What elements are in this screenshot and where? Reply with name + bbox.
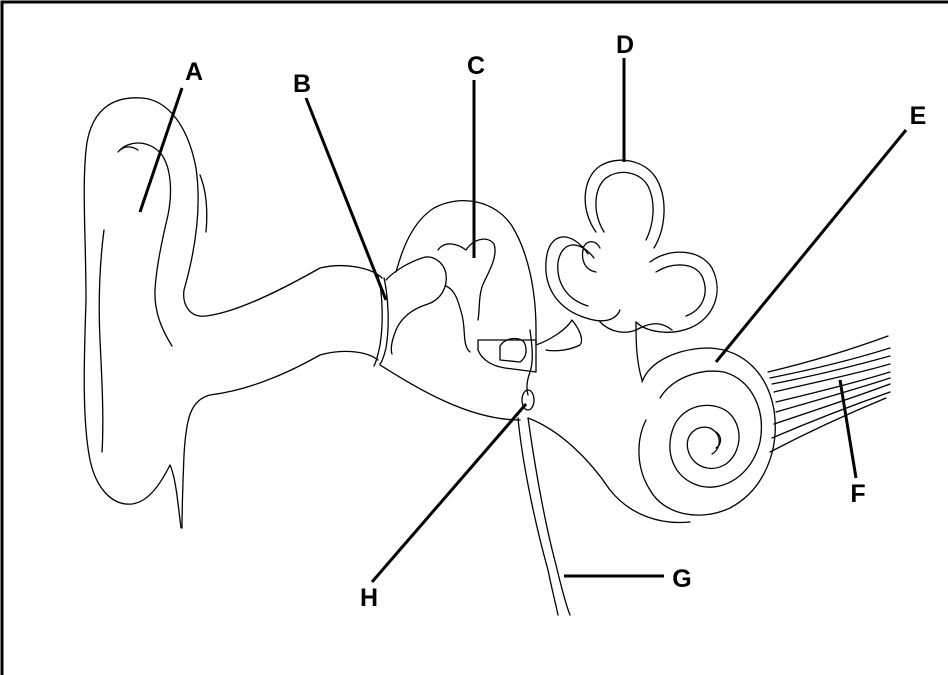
leader-line-h xyxy=(372,404,526,582)
middle-ear-drawing xyxy=(386,201,536,410)
cochlea-drawing xyxy=(639,348,775,515)
eustachian-tube-drawing xyxy=(518,418,690,615)
label-e: E xyxy=(910,102,927,130)
label-g: G xyxy=(672,565,691,593)
ear-canal-drawing xyxy=(374,276,520,420)
label-h: H xyxy=(360,584,378,612)
label-b: B xyxy=(293,70,311,98)
leader-line-e xyxy=(716,130,906,362)
part-labels: A B C D E F G H xyxy=(185,31,926,612)
semicircular-canals-drawing xyxy=(536,160,717,380)
leader-line-a xyxy=(140,88,182,212)
label-d: D xyxy=(616,31,634,59)
label-a: A xyxy=(185,58,203,86)
leader-lines xyxy=(140,58,906,582)
pinna-drawing xyxy=(84,98,382,528)
leader-line-f xyxy=(840,380,856,478)
label-c: C xyxy=(467,52,485,80)
auditory-nerve-drawing xyxy=(768,336,890,452)
label-f: F xyxy=(850,480,865,508)
